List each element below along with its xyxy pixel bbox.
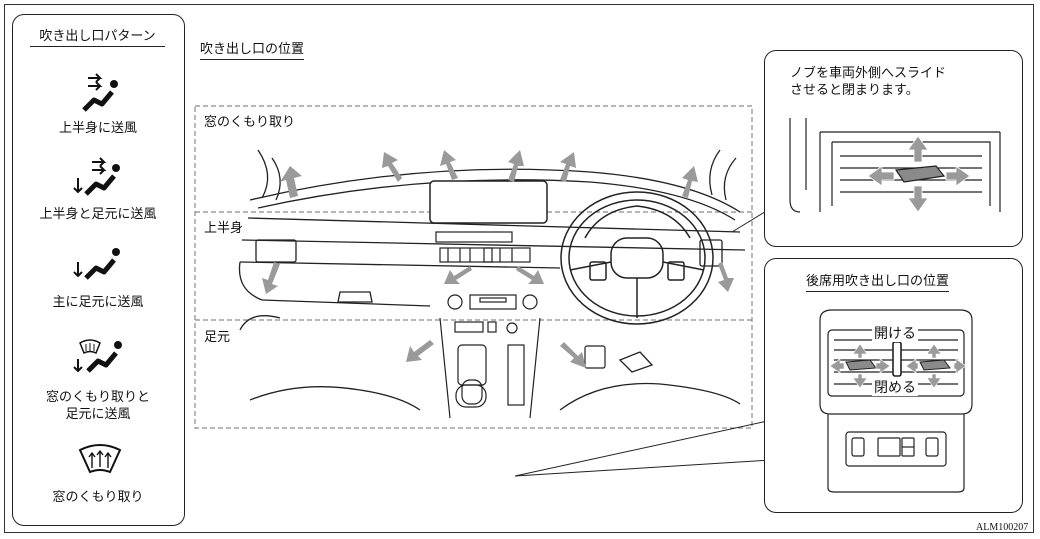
rear-right-knob <box>919 359 951 371</box>
airflow-arrow <box>682 166 698 198</box>
leader-line-rear-top <box>514 419 773 477</box>
legend-title: 吹き出し口パターン <box>30 29 165 47</box>
zone-label-foot: 足元 <box>204 330 231 345</box>
figure-frame <box>4 4 1034 533</box>
rear-panel-title: 後席用吹き出し口の位置 <box>806 274 950 292</box>
airflow-arrow <box>262 262 280 294</box>
leader-line-rear-bottom <box>514 459 773 477</box>
foot-vent-icon <box>73 248 120 280</box>
figure-code: ALM100207 <box>976 522 1029 533</box>
rear-center-divider <box>892 341 902 377</box>
vent-pattern-legend <box>12 14 185 526</box>
legend-label-defrost-foot-2: 足元に送風 <box>65 407 131 422</box>
rear-open-label: 開ける <box>872 326 918 342</box>
dashboard-outline <box>238 149 746 411</box>
airflow-arrow <box>560 152 576 182</box>
slider-note-line1: ノブを車両外側へスライド <box>790 66 947 81</box>
center-display <box>429 180 548 224</box>
slider-note-line2: させると閉まります。 <box>790 83 919 98</box>
legend-label-foot: 主に足元に送風 <box>52 295 144 310</box>
vent-slider-callout <box>764 50 1023 247</box>
airflow-arrow <box>718 262 734 292</box>
airflow-arrow <box>560 342 586 368</box>
airflow-arrow <box>440 150 458 180</box>
legend-label-defrost: 窓のくもり取り <box>52 490 144 505</box>
steering-wheel <box>560 191 714 325</box>
upper-body-and-foot-vent-icon <box>73 157 120 196</box>
airflow-arrow <box>508 150 524 182</box>
rear-left-knob <box>845 359 877 371</box>
center-console <box>435 231 541 419</box>
defrost-icon <box>78 444 122 474</box>
zone-label-upper: 上半身 <box>204 221 244 236</box>
airflow-arrow <box>280 166 302 198</box>
rear-close-label: 閉める <box>872 380 918 396</box>
defrost-and-foot-vent-icon <box>73 339 122 373</box>
upper-body-vent-icon <box>82 73 118 112</box>
main-title: 吹き出し口の位置 <box>200 42 305 60</box>
rear-direction-arrows <box>829 343 967 389</box>
zone-label-defrost: 窓のくもり取り <box>204 115 296 130</box>
legend-label-upper: 上半身に送風 <box>58 121 137 136</box>
airflow-arrow <box>516 266 544 284</box>
slider-direction-arrows <box>867 135 971 213</box>
airflow-arrow <box>406 340 434 362</box>
airflow-arrow <box>382 152 402 182</box>
legend-label-upper-foot: 上半身と足元に送風 <box>39 207 157 222</box>
zone-defrost-box <box>194 105 753 429</box>
airflow-arrows <box>262 150 734 368</box>
leader-line-vent <box>731 209 769 233</box>
legend-label-defrost-foot-1: 窓のくもり取りと <box>45 390 150 405</box>
slider-knob <box>894 165 946 183</box>
airflow-arrow <box>444 266 472 284</box>
